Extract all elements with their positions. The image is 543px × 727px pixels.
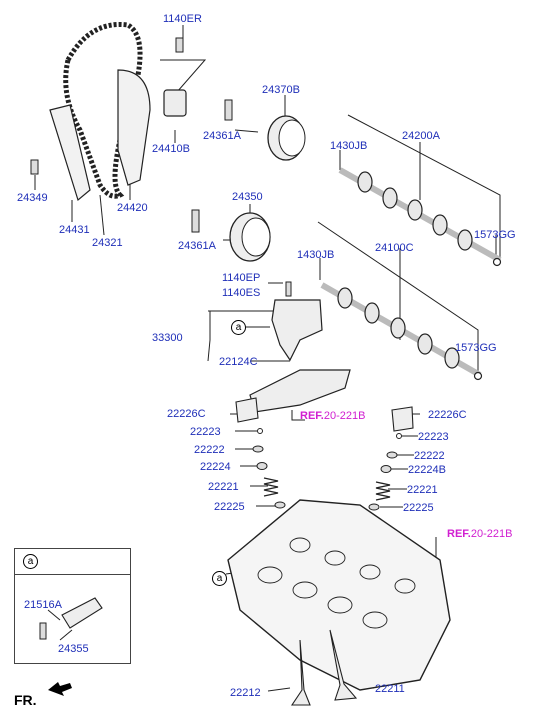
label-1430jb-top[interactable]: 1430JB (330, 140, 368, 152)
label-1140ep[interactable]: 1140EP (222, 272, 261, 284)
cylinder-head (227, 499, 451, 691)
label-24420[interactable]: 24420 (117, 202, 148, 214)
label-22221-right[interactable]: 22221 (407, 484, 438, 496)
label-22225-left[interactable]: 22225 (214, 501, 245, 513)
shim-right (396, 433, 402, 439)
label-1573gg-bottom[interactable]: 1573GG (455, 342, 497, 354)
front-direction-label: FR. (14, 692, 37, 708)
label-22226c-right[interactable]: 22226C (428, 409, 467, 421)
label-24410b[interactable]: 24410B (152, 143, 190, 155)
label-22212[interactable]: 22212 (230, 687, 261, 699)
label-1430jb-bottom[interactable]: 1430JB (297, 249, 335, 261)
front-arrow-icon (48, 682, 72, 696)
label-1140er[interactable]: 1140ER (163, 13, 202, 25)
chain-tensioner-arm (117, 69, 151, 186)
timing-chain (63, 21, 143, 199)
stem-seal-right (368, 503, 380, 511)
label-24355[interactable]: 24355 (58, 643, 89, 655)
reference-code: 20-221B (470, 528, 513, 540)
reference-link-head-assembly[interactable]: REF.20-221B (300, 410, 365, 422)
label-24361a-top[interactable]: 24361A (203, 130, 241, 142)
ocv-bolt (285, 281, 292, 297)
label-22221-left[interactable]: 22221 (208, 481, 239, 493)
label-22222-right[interactable]: 22222 (414, 450, 445, 462)
label-24321[interactable]: 24321 (92, 237, 123, 249)
label-22222-left[interactable]: 22222 (194, 444, 225, 456)
label-22226c-left[interactable]: 22226C (167, 408, 206, 420)
reference-code: 20-221B (323, 410, 366, 422)
oil-control-valve (271, 299, 323, 362)
chain-guide (49, 104, 91, 202)
shim-left (257, 428, 263, 434)
label-24200a[interactable]: 24200A (402, 130, 440, 142)
valve-spring-right (375, 481, 391, 501)
stem-seal-left (274, 501, 286, 509)
reference-prefix: REF. (447, 528, 471, 540)
exhaust-camshaft (338, 167, 502, 267)
valve-spring-left (263, 477, 279, 497)
callout-a-lower[interactable]: a (212, 571, 227, 586)
label-24350[interactable]: 24350 (232, 191, 263, 203)
label-24349[interactable]: 24349 (17, 192, 48, 204)
guide-bolt (30, 159, 39, 175)
tappet-left (235, 397, 259, 423)
reference-link-cylinder-head[interactable]: REF.20-221B (447, 528, 512, 540)
camshaft-bearing-cap (249, 369, 351, 413)
label-22223-left[interactable]: 22223 (190, 426, 221, 438)
label-22124c[interactable]: 22124C (219, 356, 258, 368)
label-22224[interactable]: 22224 (200, 461, 231, 473)
label-24361a-bottom[interactable]: 24361A (178, 240, 216, 252)
label-22224b[interactable]: 22224B (408, 464, 446, 476)
tappet-right (391, 406, 414, 432)
label-21516a[interactable]: 21516A (24, 599, 62, 611)
label-1573gg-top[interactable]: 1573GG (474, 229, 516, 241)
spring-seat-left (256, 462, 268, 470)
inset-header: a (15, 549, 130, 575)
intake-camshaft (320, 282, 483, 381)
intake-valve (329, 629, 358, 701)
label-24100c[interactable]: 24100C (375, 242, 414, 254)
reference-prefix: REF. (300, 410, 324, 422)
label-22223-right[interactable]: 22223 (418, 431, 449, 443)
callout-a-upper[interactable]: a (231, 320, 246, 335)
tensioner-bolt (175, 37, 184, 53)
label-24370b[interactable]: 24370B (262, 84, 300, 96)
exhaust-cvvt-sprocket (224, 99, 306, 161)
label-24431[interactable]: 24431 (59, 224, 90, 236)
label-22211[interactable]: 22211 (375, 683, 405, 695)
exhaust-valve (290, 639, 311, 706)
label-22225-right[interactable]: 22225 (403, 502, 434, 514)
intake-cvvt-sprocket (191, 209, 271, 262)
label-33300[interactable]: 33300 (152, 332, 183, 344)
retainer-left (252, 445, 264, 453)
inset-oil-control-valve (61, 597, 103, 629)
inset-bolt (39, 622, 47, 640)
spring-seat-right (380, 465, 392, 473)
retainer-right (386, 451, 398, 459)
chain-tensioner (163, 89, 187, 117)
label-1140es[interactable]: 1140ES (222, 287, 261, 299)
detail-inset-a: a (14, 548, 131, 664)
inset-callout-a: a (23, 554, 38, 569)
